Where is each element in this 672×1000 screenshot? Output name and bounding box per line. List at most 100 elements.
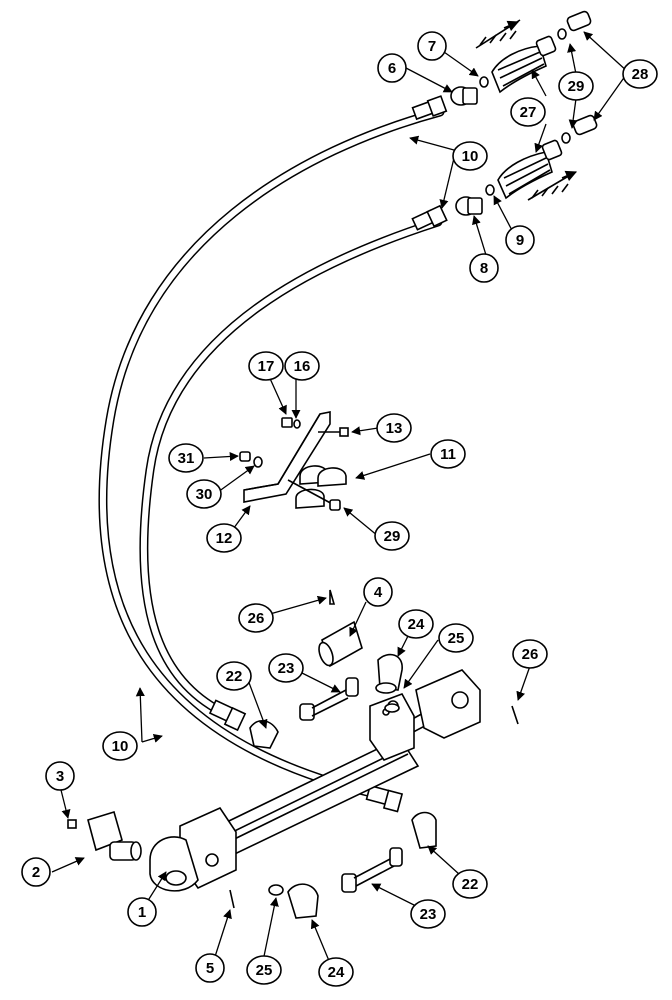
callout-bubble [512,639,548,669]
callout-13: 13 [376,413,412,443]
callout-number: 12 [216,530,233,547]
callout-11: 11 [430,439,466,469]
callout-bubble [374,521,410,551]
callout-number: 3 [56,768,64,785]
callout-bubble [377,53,407,83]
callout-10: 10 [452,141,488,171]
callout-number: 9 [516,232,524,249]
callout-26: 26 [512,639,548,669]
callout-26: 26 [238,603,274,633]
callout-number: 26 [248,610,265,627]
callout-number: 7 [428,38,436,55]
callout-bubble [268,653,304,683]
callout-number: 2 [32,864,40,881]
callout-number: 13 [386,420,403,437]
callout-17: 17 [248,351,284,381]
callout-25: 25 [246,955,282,985]
callout-bubble [510,97,546,127]
callout-bubble [398,609,434,639]
callout-number: 23 [420,906,437,923]
callout-number: 17 [258,358,275,375]
callout-bubble [248,351,284,381]
hydraulic-cylinder [149,669,481,892]
callout-number: 27 [520,104,537,121]
callout-16: 16 [284,351,320,381]
callout-number: 31 [178,450,195,467]
hose-assembly [98,95,448,813]
callout-7: 7 [417,31,447,61]
callout-8: 8 [469,253,499,283]
callout-number: 22 [226,668,243,685]
callout-bubble [558,71,594,101]
callout-bubble [430,439,466,469]
callout-12: 12 [206,523,242,553]
callout-bubble [363,577,393,607]
callout-bubble [622,59,658,89]
callout-number: 1 [138,904,146,921]
callout-24: 24 [318,957,354,987]
fittings [67,589,519,919]
callout-bubble [206,523,242,553]
callout-number: 25 [448,630,465,647]
callout-bubble [21,857,51,887]
callout-number: 4 [374,584,383,601]
callout-bubble [505,225,535,255]
callout-number: 6 [388,60,396,77]
callout-31: 31 [168,443,204,473]
callout-23: 23 [410,899,446,929]
callout-bubble [438,623,474,653]
callout-30: 30 [186,479,222,509]
callout-bubble [186,479,222,509]
callout-number: 11 [440,446,456,463]
callout-number: 25 [256,962,273,979]
callout-number: 10 [112,738,129,755]
callout-29: 29 [374,521,410,551]
callout-1: 1 [127,897,157,927]
callout-bubble [410,899,446,929]
callout-number: 30 [196,486,213,503]
callout-number: 29 [568,78,585,95]
callout-number: 8 [480,260,488,277]
callout-bubble [417,31,447,61]
callout-bubble [45,761,75,791]
callout-bubble [216,661,252,691]
callout-22: 22 [216,661,252,691]
callout-number: 16 [294,358,311,375]
leader-lines [51,31,629,969]
callout-10: 10 [102,731,138,761]
callout-25: 25 [438,623,474,653]
callout-6: 6 [377,53,407,83]
callout-4: 4 [363,577,393,607]
callout-number: 26 [522,646,539,663]
callout-28: 28 [622,59,658,89]
callout-number: 24 [408,616,425,633]
callout-bubble [168,443,204,473]
callout-labels: 1234567891010111213161722222323242425252… [21,31,658,987]
hose-bracket-assembly [239,411,349,511]
callout-bubble [102,731,138,761]
callout-22: 22 [452,869,488,899]
callout-bubble [127,897,157,927]
callout-bubble [376,413,412,443]
hose-end-fitting [208,95,448,813]
callout-bubble [238,603,274,633]
callout-29: 29 [558,71,594,101]
callout-bubble [469,253,499,283]
callout-bubble [452,869,488,899]
callout-bubble [452,141,488,171]
callout-number: 24 [328,964,345,981]
callout-24: 24 [398,609,434,639]
callout-2: 2 [21,857,51,887]
callout-3: 3 [45,761,75,791]
callout-27: 27 [510,97,546,127]
callout-bubble [195,953,225,983]
callout-number: 28 [632,66,649,83]
callout-bubble [318,957,354,987]
callout-number: 23 [278,660,295,677]
callout-number: 5 [206,960,214,977]
callout-bubble [246,955,282,985]
callout-9: 9 [505,225,535,255]
callout-5: 5 [195,953,225,983]
